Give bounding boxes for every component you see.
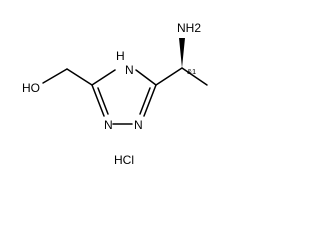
bond-c5-chiral	[155, 67, 183, 86]
chemical-structure: NH2 &1 H N N N HO HCl	[22, 21, 208, 167]
bond-n2-c3-double	[97, 87, 109, 115]
bond-ch2-oh	[42, 68, 68, 84]
amine-label: NH2	[177, 21, 201, 35]
stereo-label: &1	[187, 67, 196, 76]
bond-n2-c3	[91, 84, 105, 117]
bond-c5-n1	[143, 84, 157, 117]
bond-nh-c5	[135, 69, 157, 86]
bond-chiral-methyl	[181, 67, 208, 86]
hydroxyl-label: HO	[22, 81, 40, 95]
ring-n-right-label: N	[134, 118, 143, 132]
bond-c3-ch2	[66, 68, 93, 86]
salt-label: HCl	[114, 153, 134, 167]
bond-c5-n1-double	[139, 87, 151, 115]
wedge-bond-amine	[179, 38, 185, 68]
ring-n-left-label: N	[104, 118, 113, 132]
bond-c3-nh	[91, 69, 116, 86]
ring-nh-hydrogen-label: H	[116, 49, 125, 63]
ring-nh-nitrogen-label: N	[125, 63, 134, 77]
